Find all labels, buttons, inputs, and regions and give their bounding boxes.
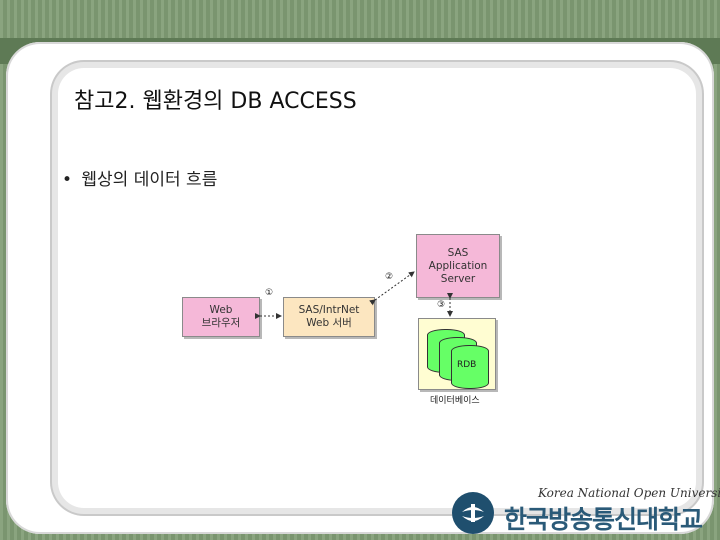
bullet-item: • 웹상의 데이터 흐름 (62, 165, 217, 190)
step-1-label: ① (265, 288, 274, 298)
web-browser-label-2: 브라우저 (201, 317, 241, 329)
sas-app-label-2: Application (428, 259, 488, 272)
sas-intrnet-label-1: SAS/IntrNet (298, 304, 360, 316)
bullet-dot-icon: • (62, 170, 73, 190)
slide-title: 참고2. 웹환경의 DB ACCESS (74, 89, 357, 114)
university-name-english: Korea National Open University (538, 486, 720, 500)
sas-app-label-1: SAS (447, 246, 469, 259)
university-logo-icon (452, 492, 494, 534)
arrow-intrnet-appserver (369, 271, 415, 306)
web-browser-label-1: Web (209, 304, 233, 316)
database-caption: 데이터베이스 (430, 396, 480, 406)
sas-intrnet-label-2: Web 서버 (306, 317, 352, 329)
university-name-korean: 한국방송통신대학교 (504, 505, 703, 534)
database-box (418, 318, 496, 390)
sas-intrnet-box: SAS/IntrNet Web 서버 (283, 297, 375, 337)
sas-app-server-box: SAS Application Server (416, 234, 500, 298)
sas-app-label-3: Server (440, 272, 476, 285)
web-browser-box: Web 브라우저 (182, 297, 260, 337)
bullet-text: 웹상의 데이터 흐름 (81, 170, 218, 190)
database-cylinder-3 (451, 345, 489, 389)
step-3-label: ③ (437, 300, 446, 310)
rdb-label: RDB (457, 360, 477, 370)
